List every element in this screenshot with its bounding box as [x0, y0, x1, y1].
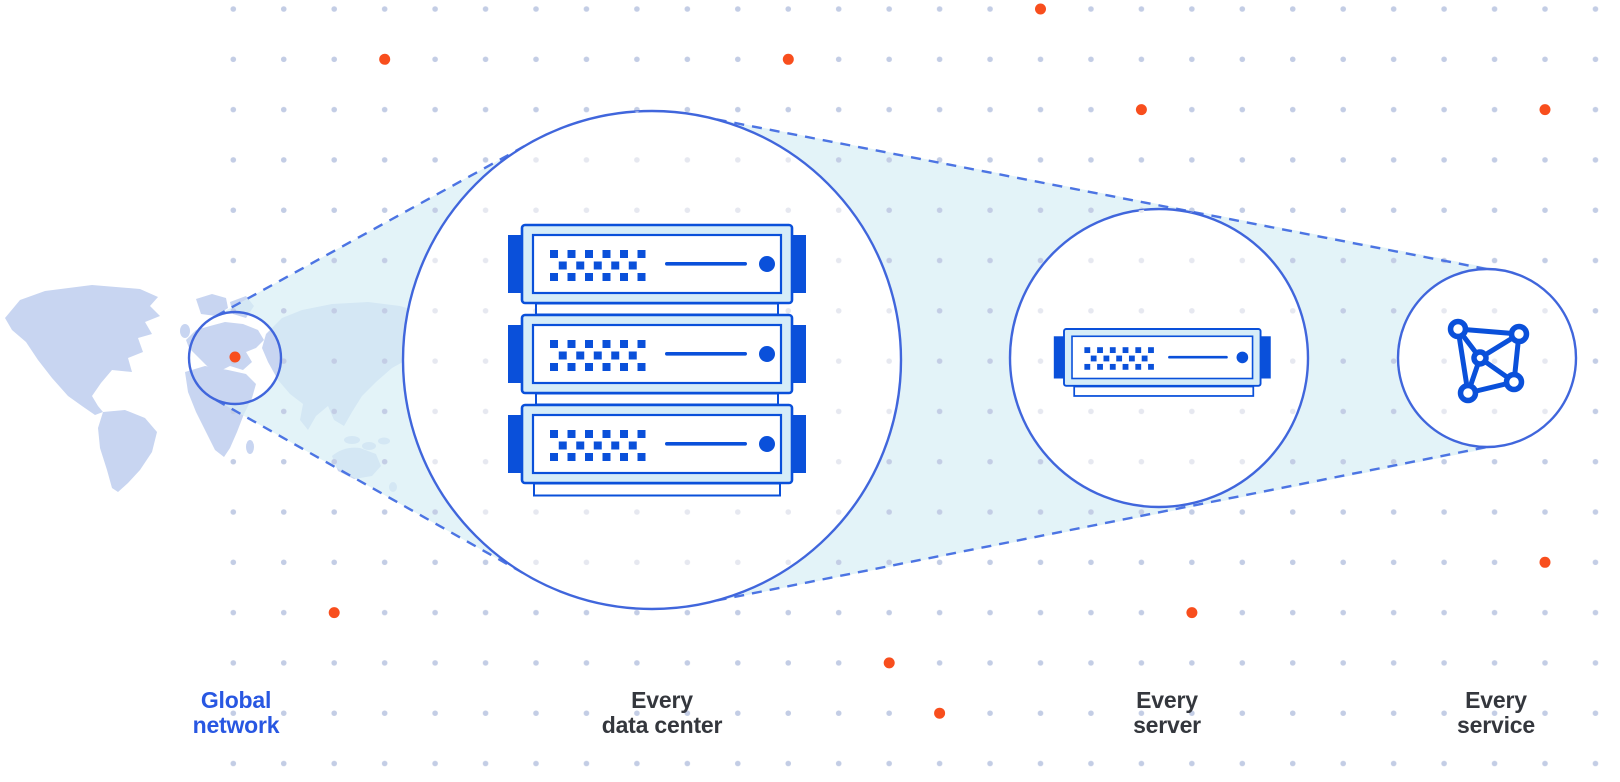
label-line: service	[1457, 712, 1535, 738]
map-highlight-circle	[187, 310, 283, 406]
label-line: server	[1133, 712, 1201, 738]
label-line: data center	[601, 712, 723, 738]
label-line: Every	[631, 687, 693, 713]
label-every-server: Every server	[1047, 688, 1287, 738]
location-marker-dot	[229, 351, 241, 363]
label-line: Global	[200, 687, 272, 713]
zoom-dashed-lines	[215, 114, 1503, 606]
label-every-service: Every service	[1376, 688, 1616, 738]
server-rack-icon	[506, 223, 808, 497]
label-line: Every	[1136, 687, 1198, 713]
label-global-network: Global network	[116, 688, 356, 738]
orange-dots	[328, 3, 1551, 719]
label-every-data-center: Every data center	[542, 688, 782, 738]
label-line: Every	[1465, 687, 1527, 713]
network-mesh-icon	[1447, 318, 1530, 404]
server-icon	[1052, 328, 1272, 397]
label-line: network	[192, 712, 280, 738]
